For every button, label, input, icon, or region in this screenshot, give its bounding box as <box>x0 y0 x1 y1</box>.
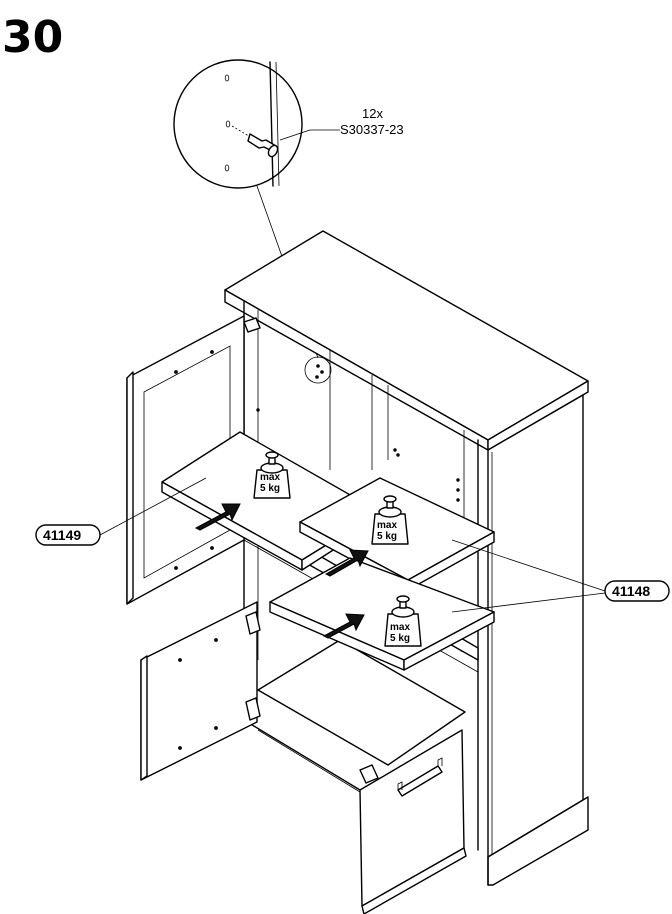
insert-arrow-icon <box>322 613 365 639</box>
detail-location-marker <box>304 356 332 384</box>
step-number: 30 <box>2 12 63 63</box>
weight-label-kg: 5 kg <box>377 531 397 542</box>
cabinet-right-side <box>487 394 584 858</box>
weight-icon: max 5 kg <box>371 495 409 545</box>
insert-arrow-icon <box>324 549 369 577</box>
detail-zoom-circle <box>173 59 319 359</box>
part-number-41148: 41148 <box>612 583 650 599</box>
cabinet-top <box>224 230 589 441</box>
drawer-front <box>359 729 467 914</box>
part-callout-41148: 41148 <box>451 539 670 613</box>
weight-icon: max 5 kg <box>384 595 422 647</box>
weight-label-kg: 5 kg <box>390 633 410 644</box>
hardware-quantity: 12x <box>362 106 383 121</box>
weight-icon: max 5 kg <box>253 451 291 499</box>
shelf-41148-lower <box>269 557 495 671</box>
part-callout-41149: 41149 <box>35 477 207 546</box>
insert-arrow-icon <box>194 503 241 531</box>
weight-label-max: max <box>390 622 410 633</box>
weight-label-max: max <box>260 472 280 483</box>
bottom-panel <box>257 639 466 766</box>
weight-label-max: max <box>377 520 397 531</box>
hardware-code: S30337-23 <box>340 122 404 137</box>
weight-label-kg: 5 kg <box>260 483 280 494</box>
part-number-41149: 41149 <box>43 527 81 543</box>
shelf-pin-icon <box>225 120 279 158</box>
drawer-handle-icon <box>397 757 443 797</box>
left-lower-door <box>140 601 261 781</box>
hardware-callout: 12x S30337-23 <box>279 106 404 141</box>
